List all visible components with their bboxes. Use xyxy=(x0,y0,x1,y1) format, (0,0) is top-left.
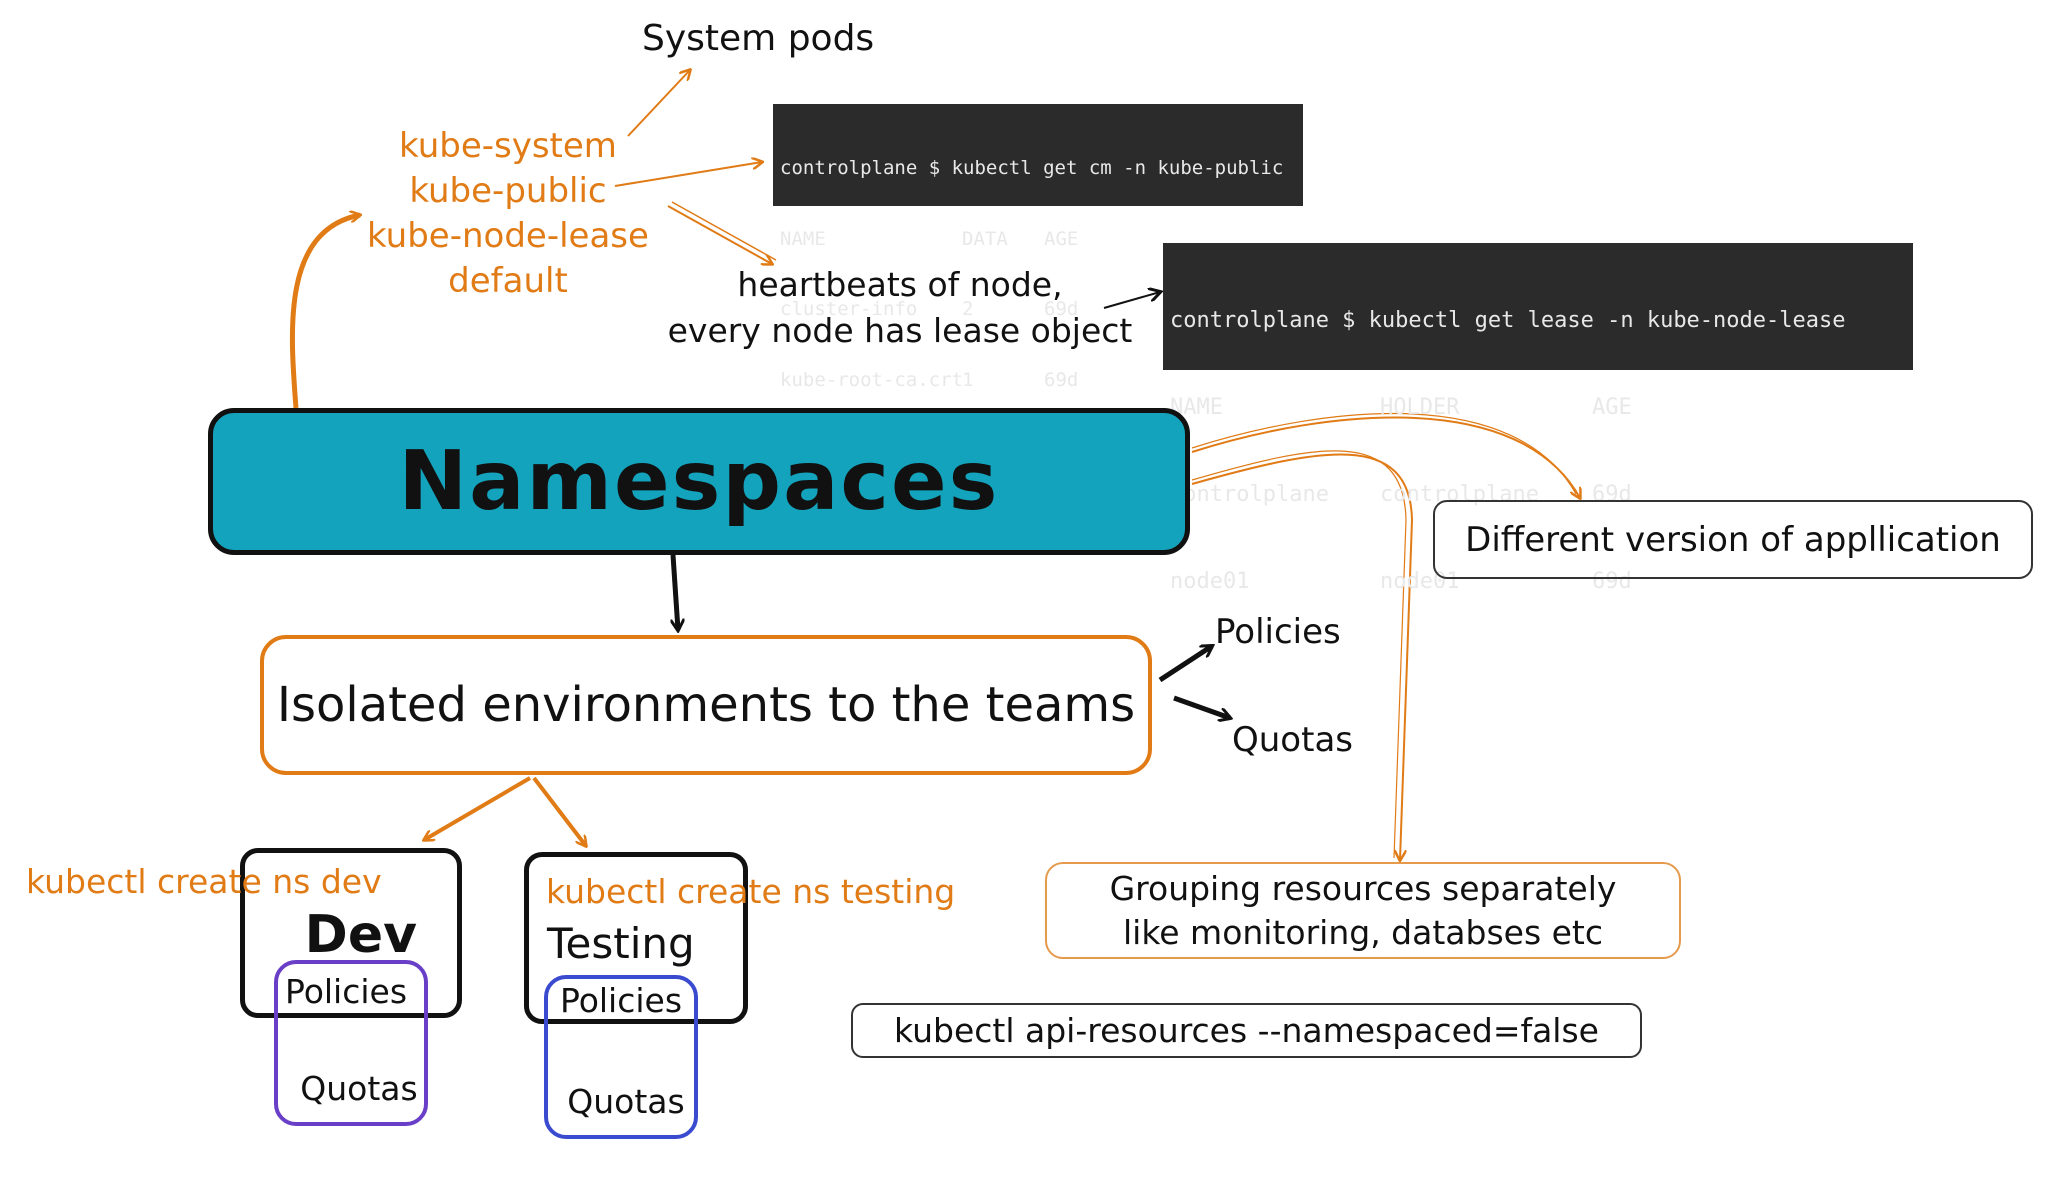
testing-title: Testing xyxy=(547,919,695,968)
heartbeats-line-2: every node has lease object xyxy=(667,311,1133,350)
terminal-configmaps: controlplane $ kubectl get cm -n kube-pu… xyxy=(773,104,1303,391)
terminal-cell: node01 xyxy=(1170,569,1250,594)
terminal-header: NAME xyxy=(780,227,826,250)
dev-quotas-label: Quotas xyxy=(300,1069,418,1108)
dev-create-command: kubectl create ns dev xyxy=(26,862,382,901)
system-pods-label: System pods xyxy=(642,18,875,59)
heartbeats-line-1: heartbeats of node, xyxy=(737,265,1063,304)
api-resources-command: kubectl api-resources --namespaced=false xyxy=(894,1011,1599,1050)
arrow-to-terminal-cm xyxy=(614,162,762,187)
arrow-to-dev xyxy=(424,776,532,840)
namespace-kube-public: kube-public xyxy=(409,171,607,211)
terminal-header-row: NAME DATA AGE xyxy=(780,228,1296,252)
arrow-to-system-pods xyxy=(627,70,690,137)
arrow-to-heartbeats xyxy=(667,205,772,264)
terminal-row: controlplane controlplane 69d xyxy=(1170,480,1906,509)
terminal-command: controlplane $ kubectl get cm -n kube-pu… xyxy=(780,157,1284,179)
grouping-resources-box: Grouping resources separately like monit… xyxy=(1045,862,1681,959)
namespace-kube-system: kube-system xyxy=(399,126,617,166)
namespace-kube-node-lease: kube-node-lease xyxy=(367,216,649,256)
grouping-line-2: like monitoring, databses etc xyxy=(1122,912,1604,952)
terminal-cell: 1 xyxy=(962,368,974,391)
terminal-header: HOLDER xyxy=(1380,395,1460,420)
terminal-header: AGE xyxy=(1044,227,1079,250)
namespaces-title: Namespaces xyxy=(398,434,1000,529)
dev-policies-label: Policies xyxy=(284,972,408,1011)
terminal-cell: 2 xyxy=(962,298,974,320)
namespace-default: default xyxy=(448,261,568,301)
testing-create-command: kubectl create ns testing xyxy=(546,872,956,911)
testing-namespace-box: Testing xyxy=(524,852,748,1024)
terminal-cell: controlplane xyxy=(1170,482,1329,507)
terminal-cell: kube-root-ca.crt xyxy=(780,368,962,391)
dev-policies-quotas-box: Policies Quotas xyxy=(274,960,428,1126)
different-version-box: Different version of appllication xyxy=(1433,500,2033,579)
different-version-label: Different version of appllication xyxy=(1465,519,2001,560)
terminal-leases: controlplane $ kubectl get lease -n kube… xyxy=(1163,243,1913,594)
testing-quotas-label: Quotas xyxy=(567,1082,685,1121)
terminal-cell: 69d xyxy=(1592,482,1632,507)
policies-label: Policies xyxy=(1215,612,1341,652)
arrow-to-testing xyxy=(532,776,586,846)
terminal-cell: 69d xyxy=(1044,298,1079,320)
terminal-cell: 69d xyxy=(1592,569,1632,594)
terminal-row: node01 node01 69d xyxy=(1170,567,1906,596)
testing-policies-label: Policies xyxy=(559,981,683,1020)
arrow-to-quotas xyxy=(1173,695,1230,718)
dev-namespace-box: Dev xyxy=(240,848,462,1018)
namespaces-box: Namespaces xyxy=(208,408,1190,555)
terminal-header-row: NAME HOLDER AGE xyxy=(1170,393,1906,422)
arrow-to-policies xyxy=(1158,646,1212,683)
heartbeats-note: heartbeats of node, every node has lease… xyxy=(645,262,1155,354)
grouping-line-1: Grouping resources separately xyxy=(1109,868,1617,908)
quotas-label: Quotas xyxy=(1232,720,1353,760)
default-namespaces-list: kube-system kube-public kube-node-lease … xyxy=(358,124,658,304)
isolated-label: Isolated environments to the teams xyxy=(276,677,1136,733)
terminal-header: DATA xyxy=(962,227,1008,250)
terminal-header: NAME xyxy=(1170,395,1223,420)
api-resources-box: kubectl api-resources --namespaced=false xyxy=(851,1003,1642,1058)
terminal-row: kube-root-ca.crt 1 69d xyxy=(780,369,1296,393)
terminal-cell: cluster-info xyxy=(780,298,918,320)
testing-policies-quotas-box: Policies Quotas xyxy=(544,975,698,1139)
dev-title: Dev xyxy=(304,905,417,965)
arrow-to-grouping xyxy=(1191,453,1414,860)
terminal-header: AGE xyxy=(1592,395,1632,420)
terminal-cell: controlplane xyxy=(1380,482,1539,507)
arrow-heartbeats-to-lease xyxy=(1103,292,1160,309)
isolated-environments-box: Isolated environments to the teams xyxy=(260,635,1152,775)
terminal-command: controlplane $ kubectl get lease -n kube… xyxy=(1170,308,1846,333)
arrow-namespaces-to-defaults xyxy=(289,215,360,409)
arrow-namespaces-to-isolated xyxy=(673,554,678,630)
terminal-row: cluster-info 2 69d xyxy=(780,298,1296,322)
terminal-cell: 69d xyxy=(1044,368,1079,391)
